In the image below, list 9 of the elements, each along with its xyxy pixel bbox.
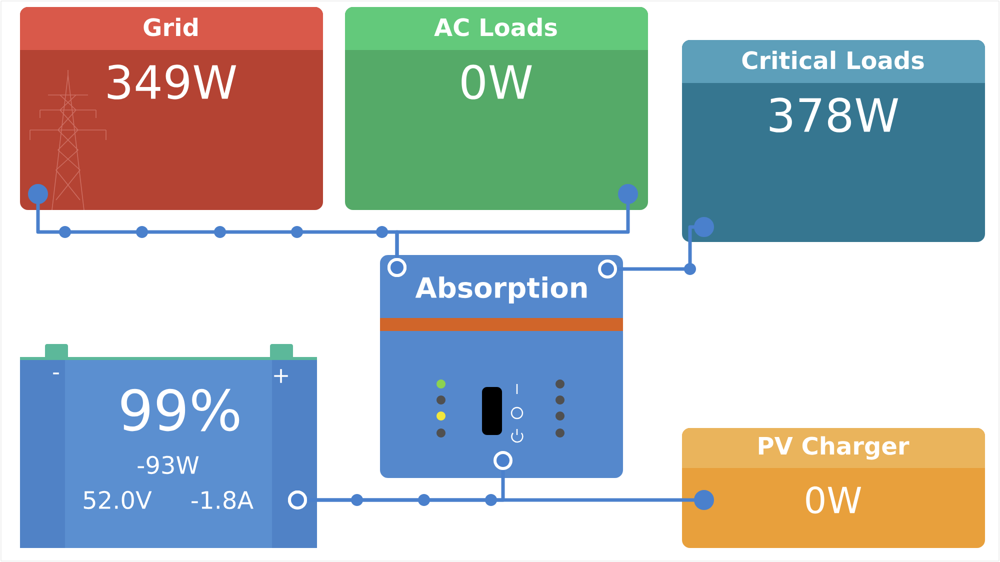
panel-box: AC Loads 0W: [345, 7, 648, 210]
panel-box: Grid 349W: [20, 7, 323, 210]
connector-line: [288, 490, 714, 510]
connector-line: [598, 217, 714, 278]
panel-box: - + 99% -93W 52.0V -1.8A: [20, 344, 317, 548]
panel-box: Absorption: [380, 255, 623, 478]
connector-line: [388, 184, 638, 277]
panel-box: PV Charger 0W: [682, 428, 986, 548]
panel-box: Critical Loads 378W: [682, 40, 986, 242]
